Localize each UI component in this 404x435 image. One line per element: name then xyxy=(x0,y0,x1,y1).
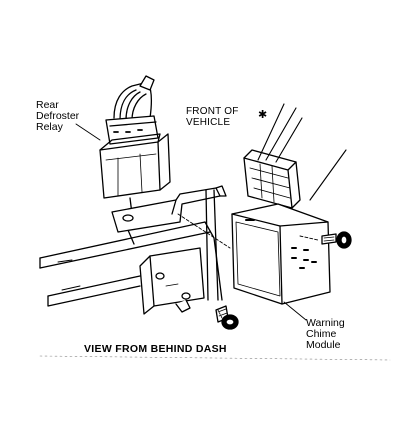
dash-rail xyxy=(39,221,223,307)
relay-body xyxy=(99,141,161,199)
mounting-bracket xyxy=(111,185,227,315)
relay-leader-line xyxy=(75,123,101,141)
scan-artifact-line xyxy=(39,355,391,361)
chime-leader-line xyxy=(283,301,307,321)
chime-screw-hole-line xyxy=(299,235,319,241)
bottom-mounting-screw xyxy=(215,305,239,330)
view-caption: VIEW FROM BEHIND DASH xyxy=(84,343,227,355)
rear-defroster-relay-label: Rear Defroster Relay xyxy=(36,99,80,133)
chime-harness-wire xyxy=(257,103,285,161)
front-of-vehicle-label: FRONT OF VEHICLE xyxy=(186,106,239,128)
warning-chime-module-label: Warning Chime Module xyxy=(306,317,345,351)
chime-connector xyxy=(243,157,293,209)
alignment-dashed-line xyxy=(177,213,231,249)
front-direction-arrow-icon: ✱ xyxy=(258,109,268,121)
relay-wire-bundle xyxy=(113,81,152,119)
right-mounting-screw xyxy=(321,231,352,249)
warning-chime-module xyxy=(231,103,347,305)
